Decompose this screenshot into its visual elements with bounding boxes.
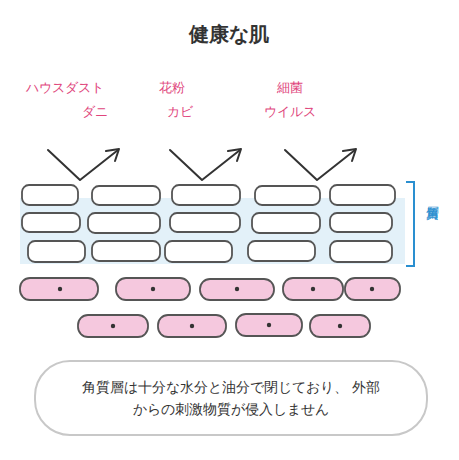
nucleus	[190, 324, 194, 328]
nucleus	[151, 287, 155, 291]
corneocyte	[172, 185, 240, 205]
irritant-label: カビ	[167, 104, 193, 120]
deflect-arrow	[285, 150, 355, 180]
living-cells	[20, 278, 400, 337]
moisture-band	[20, 198, 405, 264]
living-cell	[283, 278, 343, 300]
living-cell	[345, 278, 400, 300]
corneocyte	[170, 213, 240, 232]
arrow-head	[106, 149, 119, 161]
arrow-head	[228, 149, 241, 161]
corneocyte	[92, 241, 160, 261]
nuclei	[58, 287, 374, 328]
corneocyte	[165, 241, 232, 262]
living-cell	[158, 315, 226, 337]
deflect-arrow	[170, 150, 240, 180]
irritant-label: 花粉	[159, 80, 185, 96]
corneocyte	[330, 213, 392, 232]
living-cell	[20, 278, 98, 300]
corneocyte	[22, 213, 80, 232]
corneocyte	[28, 241, 85, 262]
corneocyte	[330, 185, 395, 205]
nucleus	[267, 323, 271, 327]
layer-bracket	[406, 182, 414, 266]
corneocyte	[22, 185, 78, 205]
caption-box: 角質層は十分な水分と油分で閉じており、 外部からの刺激物質が侵入しません	[34, 360, 428, 436]
irritant-label: 細菌	[277, 80, 303, 96]
irritant-label: ハウスダスト	[26, 80, 104, 96]
living-cell	[310, 315, 370, 337]
deflect-arrows	[48, 149, 356, 180]
living-cell	[236, 314, 302, 336]
corneocyte	[255, 186, 320, 205]
corneocyte	[252, 213, 320, 233]
nucleus	[111, 324, 115, 328]
deflect-arrow	[48, 150, 118, 180]
nucleus	[235, 287, 239, 291]
corneocyte	[92, 186, 160, 205]
nucleus	[311, 287, 315, 291]
stratum-corneum-cells	[22, 185, 395, 262]
arrow-head	[343, 149, 356, 161]
living-cell	[116, 278, 190, 300]
irritant-label: ダニ	[82, 104, 108, 120]
corneocyte	[248, 241, 315, 261]
nucleus	[370, 287, 374, 291]
nucleus	[58, 287, 62, 291]
living-cell	[200, 279, 274, 300]
irritant-label: ウイルス	[264, 104, 316, 120]
living-cell	[78, 315, 148, 337]
caption-text: 角質層は十分な水分と油分で閉じており、 外部からの刺激物質が侵入しません	[81, 376, 381, 420]
nucleus	[338, 324, 342, 328]
corneocyte	[330, 241, 392, 262]
title: 健康な肌	[189, 22, 269, 46]
corneocyte	[88, 213, 160, 233]
